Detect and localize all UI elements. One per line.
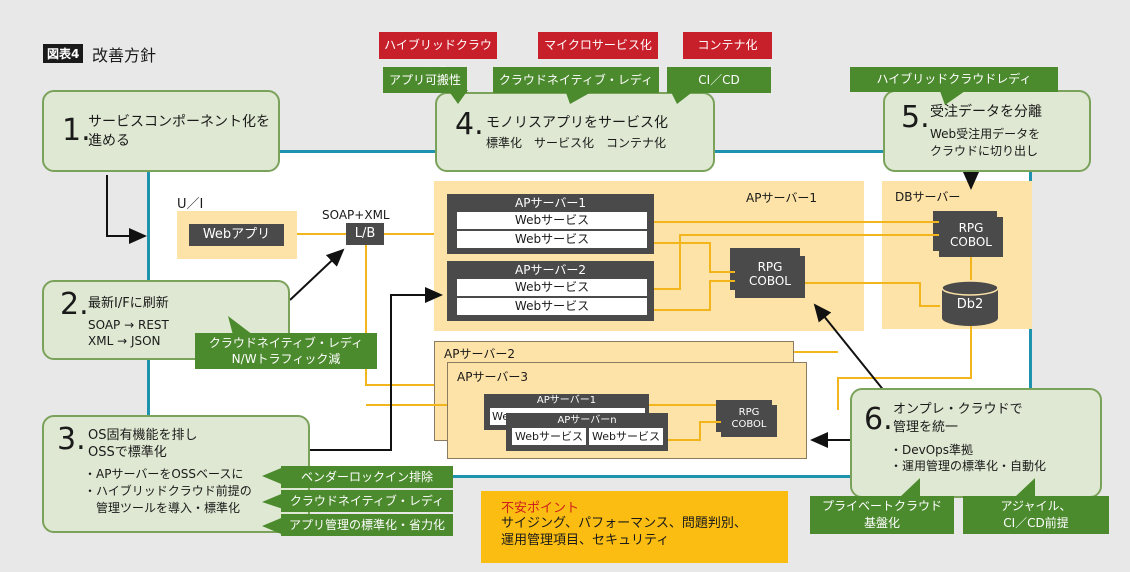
step-6-bullet-2: ・運用管理の標準化・自動化: [890, 459, 1047, 473]
speech-tail: [940, 91, 965, 105]
step-3-bullet-1: ・APサーバーをOSSベースに: [84, 467, 244, 481]
step-6-number: 6.: [864, 402, 893, 437]
step-5-number: 5.: [901, 100, 930, 135]
step-3-bullet-3: 管理ツールを導入・標準化: [84, 501, 241, 515]
red-tag-hybrid-cloud: ハイブリッドクラウド化: [379, 32, 497, 79]
step-4-title: モノリスアプリをサービス化: [486, 115, 668, 131]
tag-private-cloud: プライベートクラウド 基盤化: [810, 496, 954, 534]
rpg-label: RPG: [757, 260, 783, 274]
protocol-label: SOAP+XML: [322, 208, 390, 222]
step-6-box: [850, 388, 1102, 498]
ap-group-label: APサーバー1: [746, 191, 817, 205]
anxiety-line-2: 運用管理項目、セキュリティ: [501, 532, 670, 548]
step-1-line-1: サービスコンポーネント化を: [88, 114, 270, 130]
tag-line-2: CI／CD前提: [1003, 516, 1069, 530]
step-2-title: 最新I/Fに刷新: [88, 296, 169, 311]
rpg-cobol-box: RPG COBOL: [735, 256, 805, 298]
speech-tails: [262, 466, 286, 536]
tag-line-2: 基盤化: [863, 516, 900, 530]
db2-cylinder: [941, 280, 999, 326]
anxiety-points-box: 不安ポイント サイジング、パフォーマンス、問題判別、 運用管理項目、セキュリティ: [481, 491, 788, 563]
db-server-label: DBサーバー: [895, 190, 961, 204]
step-1-number: 1.: [62, 113, 91, 148]
speech-tails: [448, 90, 695, 104]
tag-cloud-native-3: クラウドネイティブ・レディ: [281, 490, 453, 512]
webservice-row: Webサービス: [457, 212, 647, 229]
tag-line-2: N/Wトラフィック減: [231, 352, 341, 366]
step-2-line-2: XML → JSON: [88, 334, 161, 348]
webservice-row: Webサービス: [457, 231, 647, 248]
anxiety-line-1: サイジング、パフォーマンス、問題判別、: [501, 516, 747, 531]
step-5-title: 受注データを分離: [930, 104, 1042, 120]
ui-label: U／I: [177, 197, 204, 212]
lower-ap-server-2-label: APサーバー2: [444, 347, 515, 361]
step-3-number: 3.: [57, 422, 86, 457]
inner-ap-server-n: APサーバーn Webサービス Webサービス: [506, 413, 668, 451]
step-3-title-2: OSSで標準化: [88, 445, 167, 460]
webservice-row: Webサービス: [589, 428, 663, 445]
webapp-box: Webアプリ: [189, 224, 284, 246]
tag-hybrid-cloud-ready: ハイブリッドクラウドレディ: [850, 67, 1058, 92]
tag-app-management: アプリ管理の標準化・省力化: [281, 514, 453, 536]
tag-cloud-native-nw: クラウドネイティブ・レディ N/Wトラフィック減: [195, 333, 377, 369]
arrow-s1-frame: [106, 175, 147, 244]
load-balancer: L/B: [346, 223, 384, 245]
tag-line-1: クラウドネイティブ・レディ: [208, 336, 364, 350]
speech-tail: [228, 316, 253, 335]
inner-apn-label: APサーバーn: [557, 415, 617, 426]
red-tag-container: コンテナ化: [683, 32, 772, 59]
step-3-box: [42, 415, 310, 533]
step-1-box: [42, 90, 280, 172]
ap-server-2-label: APサーバー2: [515, 263, 586, 277]
step-2-number: 2.: [60, 287, 89, 322]
rpg-label: RPG: [958, 221, 984, 235]
tag-vendor-lockin: ベンダーロックイン排除: [281, 466, 453, 488]
cobol-label: COBOL: [731, 419, 767, 430]
rpg-label: RPG: [738, 407, 760, 418]
step-6-title-1: オンプレ・クラウドで: [893, 402, 1023, 417]
webservice-row: Webサービス: [512, 428, 586, 445]
tag-ci-cd: CI／CD: [667, 67, 771, 93]
anxiety-title: 不安ポイント: [501, 501, 580, 516]
speech-tails: [900, 478, 1035, 497]
step-1-line-2: 進める: [88, 133, 130, 149]
lower-ap-server-3-label: APサーバー3: [457, 370, 528, 384]
step-5-line-2: クラウドに切り出し: [930, 144, 1039, 158]
ap-server-1-label: APサーバー1: [515, 196, 586, 210]
tag-app-portability: アプリ可搬性: [383, 67, 467, 93]
webservice-row: Webサービス: [457, 279, 647, 296]
cobol-label: COBOL: [749, 274, 791, 289]
red-tag-microservice: マイクロサービス化: [538, 32, 658, 59]
step-6-title-2: 管理を統一: [893, 420, 959, 435]
cobol-label: COBOL: [950, 235, 992, 250]
step-6-bullet-1: ・DevOps準拠: [890, 443, 974, 457]
tag-agile-cicd: アジャイル、 CI／CD前提: [963, 496, 1109, 534]
db-rpg-cobol-box: RPG COBOL: [939, 217, 1003, 257]
step-4-sub: 標準化 サービス化 コンテナ化: [486, 136, 667, 150]
figure-title: 改善方針: [92, 46, 157, 65]
step-3-title-1: OS固有機能を排し: [88, 428, 198, 443]
figure-badge: 図表4: [43, 44, 84, 63]
tag-cloud-native: クラウドネイティブ・レディ: [493, 67, 659, 93]
step-3-bullet-2: ・ハイブリッドクラウド前提の: [84, 484, 252, 498]
lower-rpg-cobol-box: RPG COBOL: [721, 405, 777, 437]
step-4-number: 4.: [455, 107, 484, 142]
ap-server-1: APサーバー1 Webサービス Webサービス: [447, 194, 654, 254]
webservice-row: Webサービス: [457, 298, 647, 315]
tag-line-1: プライベートクラウド: [821, 499, 942, 513]
inner-ap1-label: APサーバー1: [536, 395, 597, 406]
step-2-line-1: SOAP → REST: [88, 318, 169, 332]
ap-server-2: APサーバー2 Webサービス Webサービス: [447, 261, 654, 321]
tag-line-1: アジャイル、: [1000, 499, 1072, 513]
step-5-line-1: Web受注用データを: [930, 127, 1041, 141]
db2-label: Db2: [956, 297, 984, 312]
